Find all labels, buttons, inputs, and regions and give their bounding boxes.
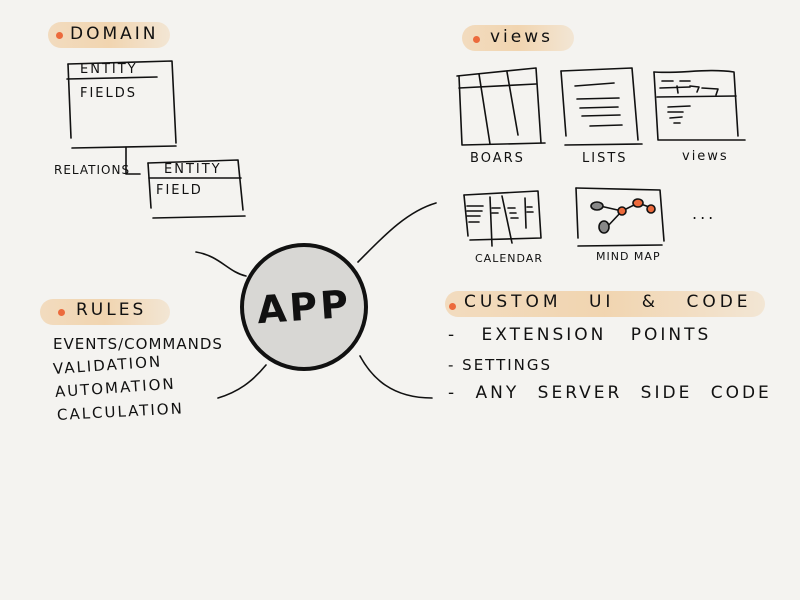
views-heading: Views [490, 27, 554, 47]
custom-heading-highlight [445, 291, 765, 317]
branch-views-line [357, 202, 437, 263]
custom-heading: Custom UI & Code [464, 292, 752, 312]
calendar-thumbnail-drawing [463, 190, 542, 247]
view-label-calendar: Calendar [475, 252, 543, 265]
view-label-lists: Lists [582, 151, 628, 166]
bullet-dot-icon [58, 309, 65, 316]
view-label-mind-map: Mind Map [596, 250, 661, 263]
rule-item: Events/Commands [53, 335, 223, 353]
custom-item: - Settings [448, 356, 553, 374]
branch-domain-line [195, 251, 247, 277]
branch-rules-line [217, 364, 267, 399]
domain-heading: Domain [70, 24, 159, 44]
entity-box-drawing [66, 60, 177, 175]
app-label: APP [255, 281, 353, 333]
list-thumbnail-drawing [560, 67, 643, 146]
app-center-node: APP [240, 243, 368, 371]
custom-item: - Any Server Side Code [448, 383, 772, 403]
view-label-boards: Boars [470, 151, 525, 166]
branch-custom-line [359, 355, 433, 399]
custom-item: - Extension Points [448, 325, 712, 345]
form-view-thumbnail-drawing [653, 69, 746, 141]
mind-map-thumbnail-drawing [575, 187, 665, 247]
entity-title: Entity [80, 62, 138, 77]
view-label-views: Views [682, 149, 729, 164]
board-thumbnail-drawing [456, 67, 546, 146]
relations-label: Relations [54, 163, 131, 177]
related-entity-title: Entity [164, 162, 222, 177]
views-heading-highlight [462, 25, 574, 51]
related-entity-box-drawing [147, 159, 246, 219]
rules-heading: Rules [76, 300, 147, 320]
related-entity-field: Field [156, 183, 203, 198]
bullet-dot-icon [473, 36, 480, 43]
entity-fields: Fields [80, 86, 138, 101]
bullet-dot-icon [56, 32, 63, 39]
bullet-dot-icon [449, 303, 456, 310]
domain-heading-highlight [48, 22, 170, 48]
more-views-ellipsis: ... [692, 204, 717, 223]
